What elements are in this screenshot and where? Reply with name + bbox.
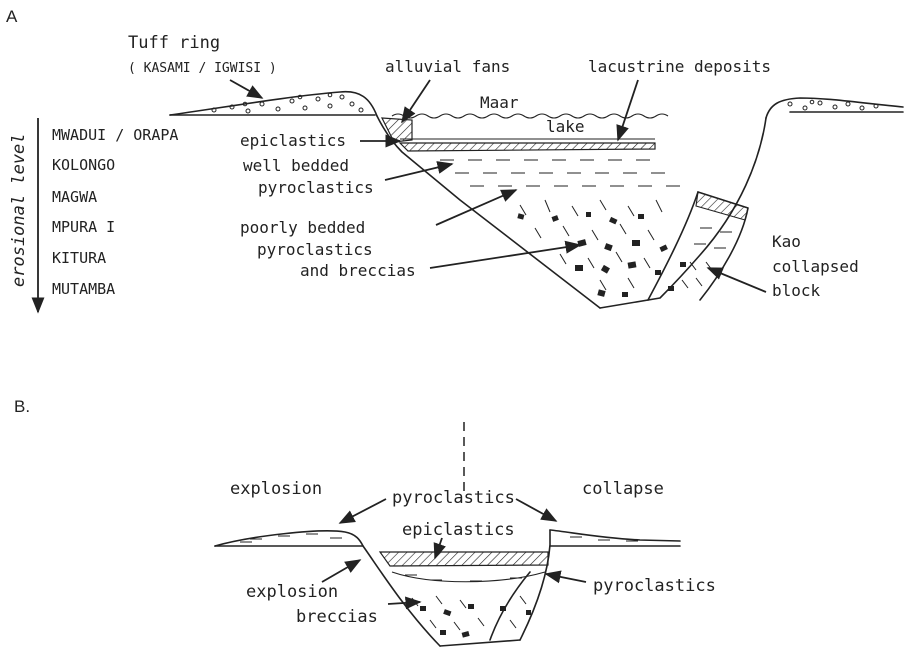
erosional-level-label: erosional level — [9, 133, 29, 287]
lake-label: lake — [546, 117, 585, 136]
lacustrine-layer — [382, 118, 655, 151]
level-mpura-i: MPURA I — [52, 218, 115, 236]
tuff-ring-examples-label: ( KASAMI / IGWISI ) — [128, 61, 277, 76]
maar-label: Maar — [480, 93, 519, 112]
erosional-level-axis: erosional level — [9, 118, 38, 312]
alluvial-fans-label: alluvial fans — [385, 57, 510, 76]
well-bedded-label-1: well bedded — [243, 156, 349, 175]
well-bedded-pyroclastics — [440, 160, 680, 186]
collapse-label: collapse — [582, 479, 664, 499]
pyroclastics-top-label: pyroclastics — [392, 488, 515, 508]
kao-label-3: block — [772, 281, 821, 300]
poorly-bedded-label-3: and breccias — [300, 261, 416, 280]
lacustrine-deposits-label: lacustrine deposits — [588, 57, 771, 76]
level-kolongo: KOLONGO — [52, 156, 115, 174]
epiclastics-label: epiclastics — [240, 131, 346, 150]
tuff-ring-left — [170, 92, 377, 116]
explosion-breccias-label-2: breccias — [296, 607, 378, 627]
panel-b-label: B. — [14, 397, 30, 416]
kao-label-2: collapsed — [772, 257, 859, 276]
poorly-bedded-label-1: poorly bedded — [240, 218, 365, 237]
epiclastics-b-label: epiclastics — [402, 520, 515, 540]
explosion-breccias-label-1: explosion — [246, 582, 338, 602]
level-mwadui-orapa: MWADUI / ORAPA — [52, 126, 178, 144]
level-mutamba: MUTAMBA — [52, 280, 115, 298]
panel-a-label: A — [6, 7, 18, 26]
erosional-levels-list: MWADUI / ORAPA KOLONGO MAGWA MPURA I KIT… — [52, 126, 178, 298]
pyroclastics-right-label: pyroclastics — [593, 576, 716, 596]
tuff-ring-label: Tuff ring — [128, 33, 220, 53]
well-bedded-label-2: pyroclastics — [258, 178, 374, 197]
level-kitura: KITURA — [52, 249, 106, 267]
poorly-bedded-breccias — [517, 200, 668, 297]
level-magwa: MAGWA — [52, 188, 97, 206]
tuff-ring-right — [766, 98, 903, 118]
kao-label-1: Kao — [772, 232, 801, 251]
poorly-bedded-label-2: pyroclastics — [257, 240, 373, 259]
explosion-label: explosion — [230, 479, 322, 499]
